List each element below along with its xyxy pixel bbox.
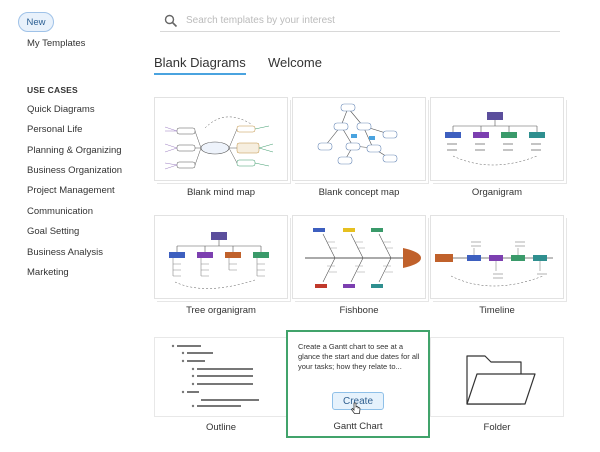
new-button[interactable]: New	[18, 12, 54, 32]
template-card-folder[interactable]: Folder	[430, 337, 564, 441]
template-thumbnail	[154, 337, 288, 417]
template-label: Outline	[205, 422, 237, 433]
template-thumbnail	[292, 215, 426, 299]
sidebar-item-planning[interactable]: Planning & Organizing	[27, 145, 122, 156]
sidebar-item-goal-setting[interactable]: Goal Setting	[27, 226, 80, 237]
search-bar[interactable]	[160, 10, 560, 32]
template-label: Folder	[483, 422, 511, 433]
template-thumbnail	[430, 97, 564, 181]
template-label: Timeline	[479, 305, 515, 316]
folder-icon	[466, 355, 536, 405]
my-templates-link[interactable]: My Templates	[27, 38, 86, 49]
search-input[interactable]	[186, 15, 546, 26]
template-card-gantt-chart[interactable]: Create a Gantt chart to see at a glance …	[286, 330, 430, 438]
gantt-description: Create a Gantt chart to see at a glance …	[298, 342, 420, 371]
tab-welcome[interactable]: Welcome	[268, 55, 322, 70]
template-label: Fishbone	[339, 305, 379, 316]
template-card-outline[interactable]: Outline	[154, 337, 288, 441]
search-icon	[164, 14, 178, 28]
template-thumbnail	[154, 97, 288, 181]
template-card-organigram[interactable]: Organigram	[430, 97, 564, 201]
sidebar-item-business-analysis[interactable]: Business Analysis	[27, 247, 104, 258]
tab-blank-diagrams[interactable]: Blank Diagrams	[154, 55, 246, 70]
sidebar-item-quick-diagrams[interactable]: Quick Diagrams	[27, 104, 95, 115]
active-tab-indicator	[154, 73, 246, 75]
template-card-tree-organigram[interactable]: Tree organigram	[154, 215, 288, 319]
template-thumbnail	[154, 215, 288, 299]
template-card-blank-mind-map[interactable]: Blank mind map	[154, 97, 288, 201]
sidebar-item-project-management[interactable]: Project Management	[27, 185, 115, 196]
template-label: Organigram	[471, 187, 523, 198]
template-card-blank-concept-map[interactable]: Blank concept map	[292, 97, 426, 201]
template-card-timeline[interactable]: Timeline	[430, 215, 564, 319]
template-label: Blank mind map	[186, 187, 256, 198]
cursor-hand-icon	[350, 402, 361, 420]
sidebar-item-personal-life[interactable]: Personal Life	[27, 124, 83, 135]
template-label: Tree organigram	[186, 305, 256, 316]
template-thumbnail	[430, 337, 564, 417]
template-thumbnail	[292, 97, 426, 181]
template-label: Blank concept map	[318, 187, 400, 198]
template-card-fishbone[interactable]: Fishbone	[292, 215, 426, 319]
use-cases-heading: USE CASES	[27, 85, 78, 95]
sidebar-item-communication[interactable]: Communication	[27, 206, 93, 217]
sidebar-item-business-organization[interactable]: Business Organization	[27, 165, 123, 176]
sidebar-item-marketing[interactable]: Marketing	[27, 267, 69, 278]
template-label: Gantt Chart	[333, 421, 383, 432]
template-thumbnail	[430, 215, 564, 299]
